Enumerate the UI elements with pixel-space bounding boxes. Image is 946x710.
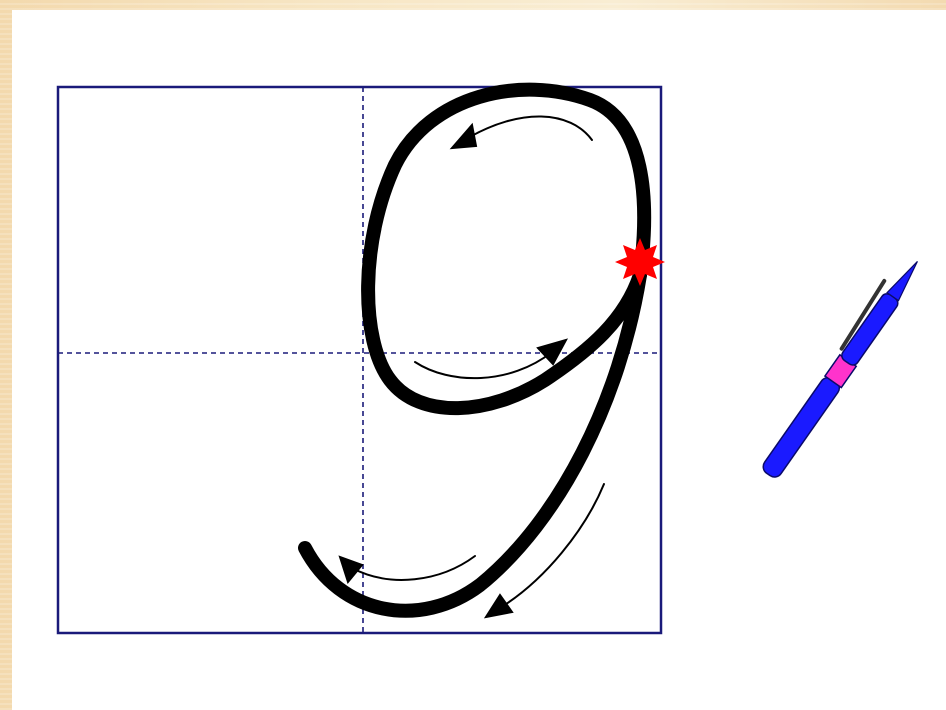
counterclockwise-top-arrowhead xyxy=(452,125,476,148)
counterclockwise-top-arrow xyxy=(468,116,592,140)
rightward-inner-arrow xyxy=(415,352,552,378)
digit-nine-loop xyxy=(368,90,644,408)
leftward-hook-arrowhead xyxy=(340,557,362,582)
digit-nine-tail xyxy=(305,275,640,611)
pen-icon xyxy=(755,252,925,480)
downward-tail-arrowhead xyxy=(486,595,512,617)
leftward-hook-arrow xyxy=(352,556,475,580)
start-point-star-icon xyxy=(615,238,665,286)
